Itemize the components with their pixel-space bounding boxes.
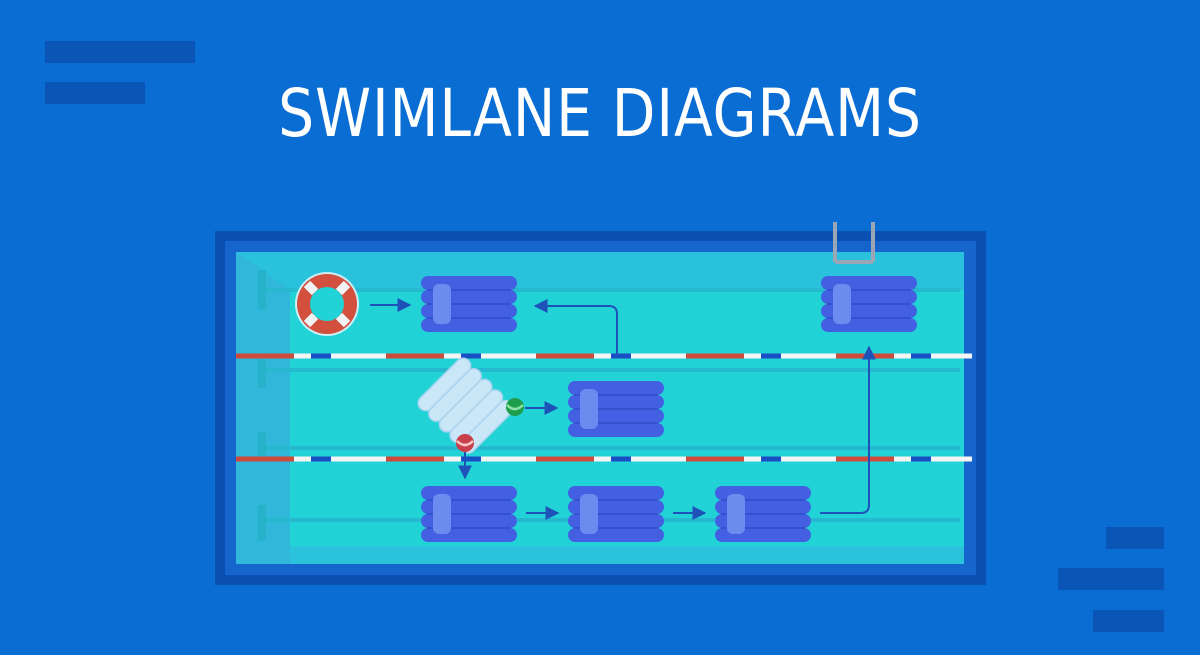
kickboard-icon <box>417 357 514 454</box>
arrow-lane3-up-to-lane1 <box>820 345 876 514</box>
deco-bar-bottom-right-short <box>1106 527 1164 549</box>
deco-bar-top-left-long <box>45 41 195 63</box>
process-box-lane2 <box>568 381 664 437</box>
arrow-rope-to-lane1-box <box>533 299 618 354</box>
process-box-lane3-b <box>568 486 664 542</box>
process-box-lane1-a <box>421 276 517 332</box>
deco-bar-bottom-right-long <box>1058 568 1164 590</box>
deco-bar-top-left-short <box>45 82 145 104</box>
pool-top-shadow <box>236 252 964 290</box>
lifebuoy-icon <box>295 272 359 336</box>
process-box-lane3-c <box>715 486 811 542</box>
process-box-lane1-b <box>821 276 917 332</box>
page-title: SWIMLANE DIAGRAMS <box>278 75 922 152</box>
green-ball-icon <box>506 398 524 416</box>
pool-ladder-icon <box>833 222 875 264</box>
red-ball-icon <box>456 434 474 452</box>
lane-wall-marks <box>258 270 266 541</box>
deco-bar-bottom-right-mid <box>1093 610 1164 632</box>
pool-left-shadow <box>236 252 290 564</box>
process-box-lane3-a <box>421 486 517 542</box>
